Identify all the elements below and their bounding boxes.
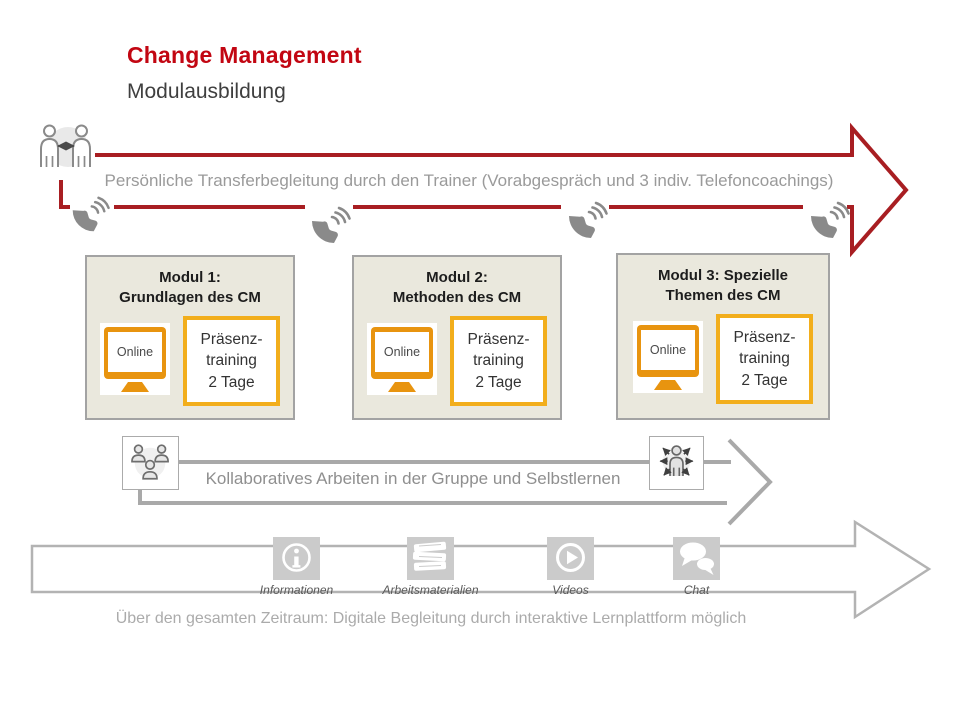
module-title: Modul 2: Methoden des CM [354,268,560,307]
group-icon [131,444,169,480]
page-subtitle: Modulausbildung [127,80,286,103]
group-icon-box [122,436,179,490]
bottom-item-chat: Chat [673,537,720,597]
phone-icon [312,206,351,243]
books-icon [407,537,454,580]
people-exchange-icon [40,124,91,167]
bottom-item-videos: Videos [547,537,594,597]
module-title-line1: Modul 3: Spezielle [657,267,789,284]
module-card-2: Modul 2: Methoden des CM Online Präsenz-… [352,255,562,420]
module-title-line2: Themen des CM [665,286,781,304]
praesenz-training-box: Präsenz- training 2 Tage [716,314,813,404]
gray-arrow-head [727,438,773,526]
module-card-1: Modul 1: Grundlagen des CM Online Präsen… [85,255,295,420]
page-title: Change Management [127,42,362,68]
module-title-line2: Methoden des CM [392,288,522,306]
module-title-line2: Grundlagen des CM [119,288,261,306]
platform-caption: Über den gesamten Zeitraum: Digitale Beg… [115,610,747,627]
monitor-icon: Online [367,323,437,395]
info-icon [273,537,320,580]
self-learning-icon [659,445,694,476]
monitor-icon: Online [633,321,703,393]
online-label: Online [108,332,162,372]
module-title-line1: Modul 1: [159,269,221,286]
module-title-line1: Modul 2: [426,269,488,286]
module-title: Modul 3: Spezielle Themen des CM [618,266,828,305]
praesenz-training-box: Präsenz- training 2 Tage [183,316,280,406]
bottom-block-arrow [30,519,932,620]
monitor-stand [121,382,149,392]
module-card-3: Modul 3: Spezielle Themen des CM Online … [616,253,830,420]
online-label: Online [375,332,429,372]
collaboration-label: Kollaboratives Arbeiten in der Gruppe un… [205,469,621,488]
bottom-item-arbeitsmaterialien: Arbeitsmaterialien [382,537,479,597]
phone-icon [811,201,850,238]
play-icon [547,537,594,580]
phone-icon [569,201,608,238]
red-arrow-outline [59,122,909,258]
self-learning-icon-box [649,436,704,490]
online-label: Online [641,330,695,370]
praesenz-training-box: Präsenz- training 2 Tage [450,316,547,406]
gray-arrow-bottom-line [138,489,727,505]
module-title: Modul 1: Grundlagen des CM [87,268,293,307]
line-gap [803,199,847,213]
monitor-stand [388,382,416,392]
monitor-stand [654,380,682,390]
chat-icon [673,537,720,580]
monitor-icon: Online [100,323,170,395]
transfer-support-label: Persönliche Transferbegleitung durch den… [104,171,834,190]
phone-icon [72,196,110,232]
bottom-item-informationen: Informationen [260,537,333,597]
